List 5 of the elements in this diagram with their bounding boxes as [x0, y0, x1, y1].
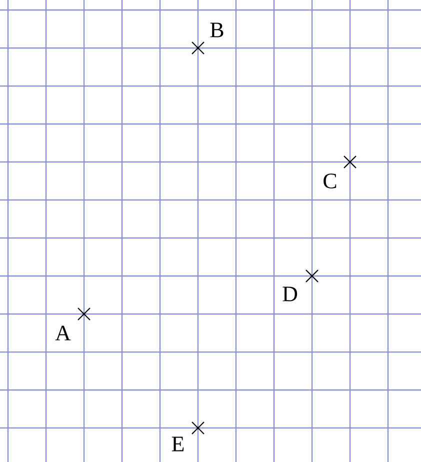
point-label: D: [282, 286, 298, 302]
point-label: E: [172, 436, 184, 452]
point-label: C: [324, 174, 336, 188]
point-label: B: [210, 22, 224, 38]
point-label: A: [55, 326, 71, 340]
